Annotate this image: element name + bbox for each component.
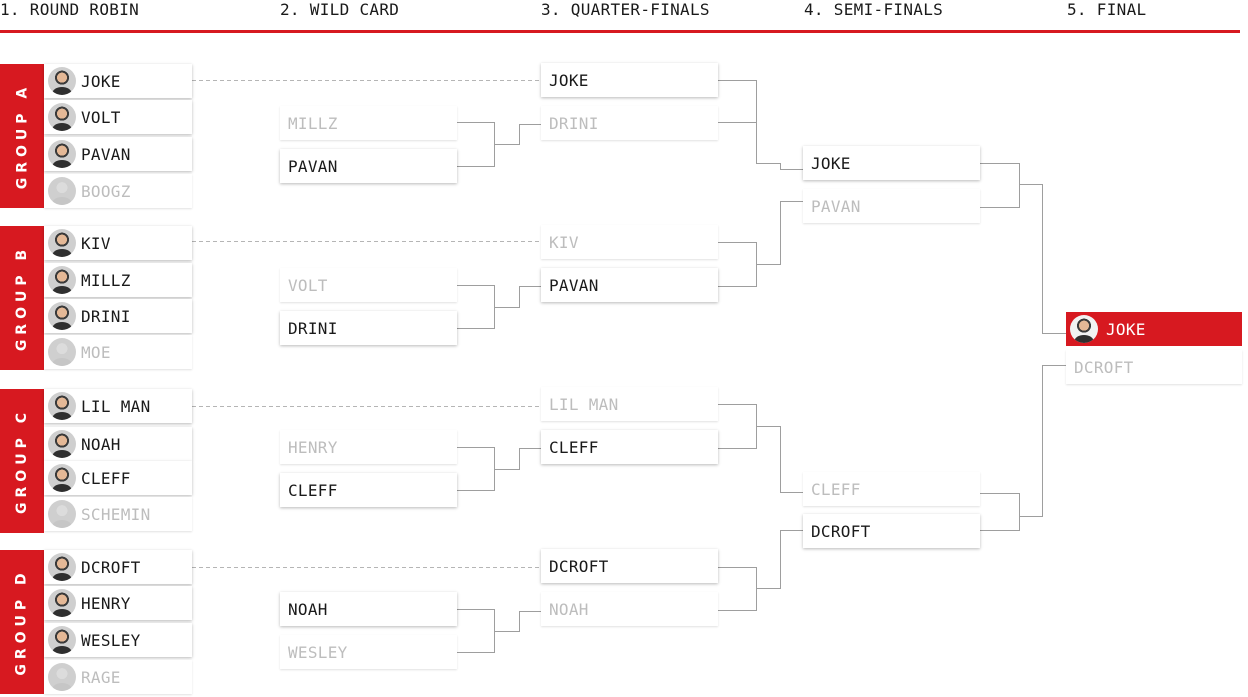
player-avatar: [48, 464, 76, 492]
qf-match-2-bottom[interactable]: PAVAN: [541, 268, 718, 302]
wc-match-4-top[interactable]: NOAH: [280, 592, 457, 626]
player-avatar: [48, 338, 76, 366]
wc-connector-4: [457, 609, 541, 653]
player-avatar: [48, 67, 76, 95]
player-avatar: [48, 626, 76, 654]
qf-match-1-top[interactable]: JOKE: [541, 63, 718, 97]
sf-connector-2: [980, 365, 1066, 531]
champion-avatar: [1070, 315, 1098, 343]
round-header-wild-card: 2. WILD CARD: [280, 0, 400, 19]
player-avatar: [48, 500, 76, 528]
qf-connector-2: [718, 201, 803, 287]
rr-a-player-1[interactable]: JOKE: [44, 64, 192, 98]
qf-match-3-top[interactable]: LIL MAN: [541, 387, 718, 421]
wc-match-1-top[interactable]: MILLZ: [280, 106, 457, 140]
player-avatar: [48, 177, 76, 205]
rr-d-player-1[interactable]: DCROFT: [44, 550, 192, 584]
rr-b-player-4[interactable]: MOE: [44, 335, 192, 369]
group-label-a: GROUP A: [0, 64, 44, 208]
player-avatar: [48, 229, 76, 257]
player-avatar: [48, 266, 76, 294]
wc-connector-3: [457, 447, 541, 491]
round-header-semi-finals: 4. SEMI-FINALS: [804, 0, 944, 19]
player-avatar: [48, 392, 76, 420]
player-avatar: [48, 103, 76, 131]
rr-d-player-2[interactable]: HENRY: [44, 586, 192, 620]
qf-connector-3: [718, 404, 803, 493]
round-header-quarter-finals: 3. QUARTER-FINALS: [541, 0, 710, 19]
rr-b-player-3[interactable]: DRINI: [44, 299, 192, 333]
wc-match-2-bottom[interactable]: DRINI: [280, 311, 457, 345]
final-runner-up[interactable]: DCROFT: [1066, 350, 1242, 384]
player-avatar: [48, 302, 76, 330]
wc-match-2-top[interactable]: VOLT: [280, 268, 457, 302]
qf-match-2-top[interactable]: KIV: [541, 225, 718, 259]
group-label-c: GROUP C: [0, 389, 44, 533]
wc-match-4-bottom[interactable]: WESLEY: [280, 635, 457, 669]
qf-connector-4: [718, 530, 803, 611]
player-avatar: [48, 140, 76, 168]
rr-c-player-1[interactable]: LIL MAN: [44, 389, 192, 423]
rr-d-player-3[interactable]: WESLEY: [44, 623, 192, 657]
group-label-d: GROUP D: [0, 550, 44, 694]
qf-match-3-bottom[interactable]: CLEFF: [541, 430, 718, 464]
wc-connector-1: [457, 122, 541, 167]
rr-a-player-3[interactable]: PAVAN: [44, 137, 192, 171]
header-divider: [0, 30, 1240, 33]
player-avatar: [48, 430, 76, 458]
rr-c-player-3[interactable]: CLEFF: [44, 461, 192, 495]
round-header-final: 5. FINAL: [1067, 0, 1147, 19]
wc-match-3-top[interactable]: HENRY: [280, 430, 457, 464]
rr-b-player-1[interactable]: KIV: [44, 226, 192, 260]
qf-match-1-bottom[interactable]: DRINI: [541, 106, 718, 140]
rr-a-player-4[interactable]: BOOGZ: [44, 174, 192, 208]
qf-match-4-bottom[interactable]: NOAH: [541, 592, 718, 626]
sf-connector-1: [980, 163, 1066, 334]
wc-match-3-bottom[interactable]: CLEFF: [280, 473, 457, 507]
sf-match-1-top[interactable]: JOKE: [803, 146, 980, 180]
round-header-round-robin: 1. ROUND ROBIN: [0, 0, 140, 19]
wc-connector-2: [457, 285, 541, 329]
qf-connector-1: [718, 80, 803, 170]
sf-match-1-bottom[interactable]: PAVAN: [803, 189, 980, 223]
player-avatar: [48, 589, 76, 617]
qf-match-4-top[interactable]: DCROFT: [541, 549, 718, 583]
rr-b-player-2[interactable]: MILLZ: [44, 263, 192, 297]
final-champion[interactable]: JOKE: [1066, 312, 1242, 346]
sf-match-2-top[interactable]: CLEFF: [803, 472, 980, 506]
sf-match-2-bottom[interactable]: DCROFT: [803, 514, 980, 548]
player-avatar: [48, 663, 76, 691]
wc-match-1-bottom[interactable]: PAVAN: [280, 149, 457, 183]
rr-c-player-2[interactable]: NOAH: [44, 427, 192, 461]
rr-d-player-4[interactable]: RAGE: [44, 660, 192, 694]
group-label-b: GROUP B: [0, 226, 44, 370]
rr-a-player-2[interactable]: VOLT: [44, 100, 192, 134]
rr-c-player-4[interactable]: SCHEMIN: [44, 497, 192, 531]
player-avatar: [48, 553, 76, 581]
